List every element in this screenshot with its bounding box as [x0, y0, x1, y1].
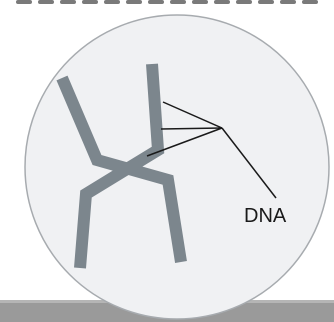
- chromatid-right: [74, 63, 165, 269]
- dna-label: DNA: [244, 205, 287, 227]
- leader-line-bottom: [146, 127, 223, 157]
- leader-line-label: [221, 127, 277, 199]
- cell-circle: [24, 14, 330, 320]
- leader-line-middle: [160, 127, 223, 130]
- leader-line-top: [162, 101, 223, 129]
- leader-lines: [146, 101, 277, 199]
- chromosome: [56, 63, 187, 269]
